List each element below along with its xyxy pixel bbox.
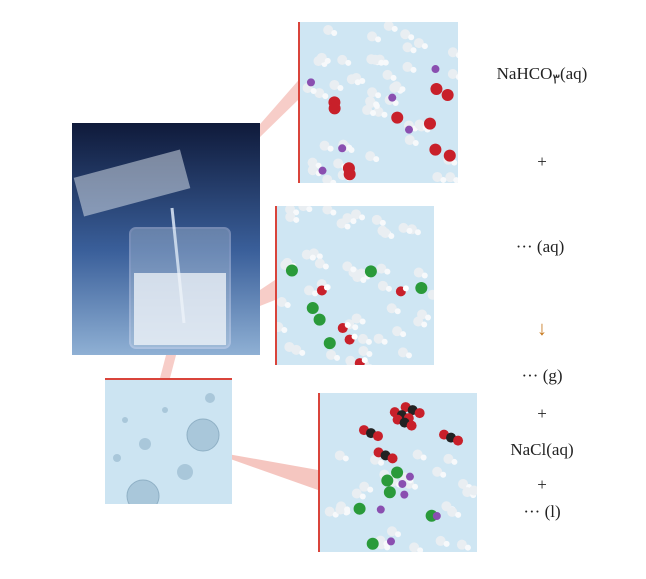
sodium-ion [388,93,397,102]
chloride-ion [306,302,319,315]
bicarbonate-ion [429,143,442,156]
sodium-ion [318,166,327,175]
sodium-ion [376,505,385,514]
sodium-ion [338,144,347,153]
molecular-view-sodium-bicarbonate [298,22,458,183]
chloride-ion [364,265,377,278]
chloride-ion [366,537,379,550]
sodium-ion [398,479,407,488]
molecular-view-hydrochloric-acid [275,206,434,365]
sodium-ion [431,65,440,74]
chloride-ion [313,313,326,326]
chloride-ion [391,466,404,479]
product-unknown-liquid: ··· (l) [523,502,561,521]
sodium-ion [400,490,409,499]
beaker-pouring-illustration [73,149,231,349]
bicarbonate-ion [391,111,404,124]
chloride-ion [415,282,428,295]
plus-sign: + [537,404,547,423]
reactant-unknown-aq: ··· (aq) [515,237,565,256]
sodium-ion [404,125,413,134]
sodium-ion [405,472,414,481]
chloride-ion [383,486,396,499]
product-nacl: NaCl(aq) [510,440,574,459]
chloride-ion [353,502,366,515]
reaction-arrow-icon: ↓ [537,318,547,340]
product-unknown-gas: ··· (g) [521,366,563,385]
sodium-ion [386,537,395,546]
sodium-ion [306,78,315,87]
chloride-ion [323,337,336,350]
bicarbonate-ion [430,83,443,96]
reactant-nahco3: NaHCO۳(aq) [496,64,588,88]
beaker-photo [72,123,260,355]
sodium-ion [432,511,441,520]
chloride-ion [381,474,394,487]
gas-bubbles-inset [105,378,232,504]
molecular-view-products [318,393,477,552]
plus-sign: + [537,475,547,494]
chloride-ion [285,264,298,277]
plus-sign: + [537,152,547,171]
